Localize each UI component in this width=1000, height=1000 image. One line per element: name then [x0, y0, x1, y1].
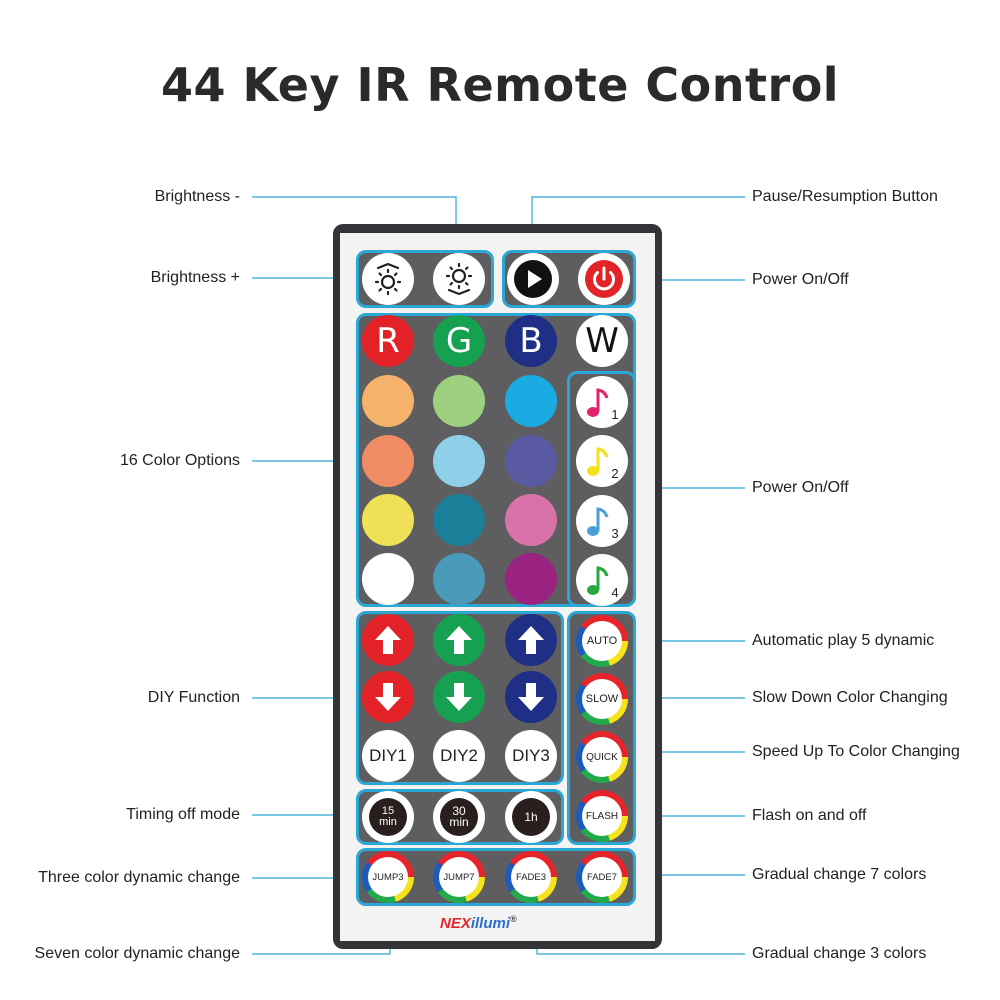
color-button[interactable]	[505, 494, 557, 546]
slow-button[interactable]: SLOW	[576, 673, 628, 725]
page-title: 44 Key IR Remote Control	[160, 58, 840, 112]
arrow-up-button[interactable]	[362, 614, 414, 666]
arrow-up-button[interactable]	[433, 614, 485, 666]
white-button[interactable]: W	[576, 315, 628, 367]
label-auto-play: Automatic play 5 dynamic	[752, 632, 935, 649]
timer-1h-value: 1h	[524, 809, 538, 824]
arrow-up-icon	[518, 626, 544, 654]
color-button[interactable]	[362, 435, 414, 487]
slow-label: SLOW	[582, 679, 622, 719]
arrow-down-button[interactable]	[433, 671, 485, 723]
label-diy-function: DIY Function	[147, 689, 240, 706]
power-icon	[585, 260, 623, 298]
arrow-up-icon	[375, 626, 401, 654]
timer-1h-button[interactable]: 1h	[505, 791, 557, 843]
blue-button[interactable]: B	[505, 315, 557, 367]
label-color-options: 16 Color Options	[119, 452, 240, 469]
timer-15-value: 15	[381, 805, 395, 817]
timer-30-unit: min	[449, 815, 469, 829]
jump3-label: JUMP3	[368, 857, 408, 897]
jump3-button[interactable]: JUMP3	[362, 851, 414, 903]
music-button[interactable]: 4	[576, 554, 628, 606]
arrow-up-button[interactable]	[505, 614, 557, 666]
label-brightness-minus: Brightness -	[154, 188, 240, 205]
music-number: 2	[611, 466, 619, 481]
music-number: 3	[611, 526, 619, 541]
flash-button[interactable]: FLASH	[576, 790, 628, 842]
diy1-button[interactable]: DIY1	[362, 730, 414, 782]
label-quick: Speed Up To Color Changing	[752, 743, 960, 760]
flash-label: FLASH	[582, 796, 622, 836]
label-flash: Flash on and off	[752, 807, 867, 824]
color-button[interactable]	[433, 494, 485, 546]
music-note-icon	[587, 566, 609, 595]
jump7-label: JUMP7	[439, 857, 479, 897]
color-button[interactable]	[505, 435, 557, 487]
fade7-button[interactable]: FADE7	[576, 851, 628, 903]
brand-part1: NEX	[440, 915, 471, 932]
auto-label: AUTO	[582, 621, 622, 661]
brightness-down-icon	[374, 262, 402, 296]
label-brightness-plus: Brightness +	[150, 269, 240, 286]
color-button[interactable]	[362, 553, 414, 605]
play-icon	[514, 260, 552, 298]
label-slow: Slow Down Color Changing	[752, 689, 948, 706]
jump7-button[interactable]: JUMP7	[433, 851, 485, 903]
arrow-down-icon	[375, 683, 401, 711]
brightness-down-button[interactable]	[362, 253, 414, 305]
color-button[interactable]	[362, 494, 414, 546]
music-number: 1	[611, 407, 619, 422]
arrow-down-icon	[518, 683, 544, 711]
fade3-button[interactable]: FADE3	[505, 851, 557, 903]
power-button[interactable]	[578, 253, 630, 305]
arrow-down-button[interactable]	[362, 671, 414, 723]
music-note-icon	[587, 447, 609, 476]
brightness-up-button[interactable]	[433, 253, 485, 305]
arrow-down-icon	[446, 683, 472, 711]
green-button[interactable]: G	[433, 315, 485, 367]
brightness-up-icon	[445, 262, 473, 296]
label-power: Power On/Off	[752, 271, 849, 288]
color-button[interactable]	[433, 553, 485, 605]
timer-30-value: 30	[452, 804, 466, 818]
quick-button[interactable]: QUICK	[576, 731, 628, 783]
label-pause: Pause/Resumption Button	[752, 188, 938, 205]
music-button[interactable]: 3	[576, 495, 628, 547]
diy3-button[interactable]: DIY3	[505, 730, 557, 782]
fade3-label: FADE3	[511, 857, 551, 897]
color-button[interactable]	[433, 435, 485, 487]
label-timing-off: Timing off mode	[126, 806, 240, 823]
label-music: Power On/Off	[752, 479, 849, 496]
color-button[interactable]	[505, 553, 557, 605]
music-note-icon	[587, 507, 609, 536]
brand-part2: illumi	[470, 915, 511, 932]
timer-15-unit: min	[379, 816, 397, 828]
auto-button[interactable]: AUTO	[576, 615, 628, 667]
color-button[interactable]	[505, 375, 557, 427]
brand-logo: NEXillumi®	[440, 914, 517, 932]
fade7-label: FADE7	[582, 857, 622, 897]
label-gradual3: Gradual change 3 colors	[752, 945, 927, 962]
music-number: 4	[611, 585, 619, 600]
label-gradual7: Gradual change 7 colors	[752, 866, 927, 883]
red-button[interactable]: R	[362, 315, 414, 367]
music-button[interactable]: 1	[576, 376, 628, 428]
label-seven-color: Seven color dynamic change	[34, 945, 240, 962]
color-button[interactable]	[433, 375, 485, 427]
diy2-button[interactable]: DIY2	[433, 730, 485, 782]
quick-label: QUICK	[582, 737, 622, 777]
arrow-up-icon	[446, 626, 472, 654]
play-pause-button[interactable]	[507, 253, 559, 305]
label-three-color: Three color dynamic change	[38, 869, 240, 886]
color-button[interactable]	[362, 375, 414, 427]
brand-mark: ®	[510, 914, 517, 924]
music-button[interactable]: 2	[576, 435, 628, 487]
music-note-icon	[587, 388, 609, 417]
arrow-down-button[interactable]	[505, 671, 557, 723]
